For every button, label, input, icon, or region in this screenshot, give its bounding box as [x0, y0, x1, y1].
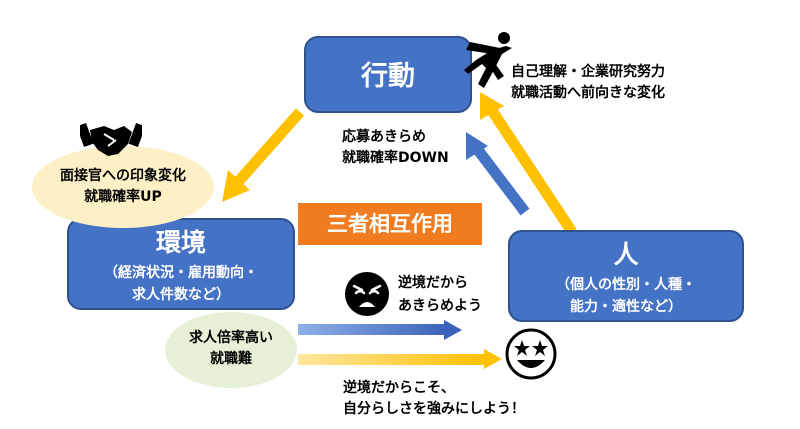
environment-box: 環境 （経済状況・雇用動向・ 求人件数など）: [67, 218, 295, 310]
arrow-blue-negative: [298, 320, 462, 340]
person-sub-line-1: （個人の性別・人種・: [556, 277, 696, 293]
effort-line-2: 就職活動へ前向きな変化: [511, 85, 665, 101]
environment-title: 環境: [155, 228, 206, 257]
person-title: 人: [613, 240, 639, 269]
star-struck-face-icon: [505, 328, 557, 380]
environment-sub-line-2: 求人件数など）: [132, 287, 230, 303]
impression-ellipse: 面接官への印象変化 就職確率UP: [32, 146, 214, 228]
negative-line-2: あきらめよう: [398, 298, 482, 314]
arrow-person-to-action: [480, 92, 577, 236]
action-box: 行動: [304, 36, 472, 113]
effort-line-1: 自己理解・企業研究努力: [511, 64, 665, 80]
negative-line-1: 逆境だから: [398, 275, 468, 291]
job-ratio-line-1: 求人倍率高い: [189, 330, 273, 346]
arrow-orange-positive: [298, 349, 502, 369]
arrow-action-to-environment: [222, 108, 305, 202]
person-sub-line-2: 能力・適性など）: [570, 299, 682, 315]
giveup-line-2: 就職確率DOWN: [342, 150, 449, 166]
handshake-icon: [80, 122, 142, 156]
job-ratio-line-2: 就職難: [210, 351, 252, 367]
superhero-icon: [464, 32, 512, 88]
weary-face-icon: [345, 272, 389, 316]
action-title: 行動: [361, 61, 415, 92]
person-box: 人 （個人の性別・人種・ 能力・適性など）: [508, 230, 744, 322]
impression-line-2: 就職確率UP: [84, 189, 162, 205]
environment-sub-line-1: （経済状況・雇用動向・: [104, 265, 258, 281]
arrow-person-to-action-blue: [466, 132, 530, 216]
impression-line-1: 面接官への印象変化: [60, 168, 186, 184]
job-ratio-ellipse: 求人倍率高い 就職難: [165, 312, 297, 388]
giveup-line-1: 応募あきらめ: [342, 129, 426, 145]
positive-line-2: 自分らしさを強みにしよう！: [343, 401, 525, 417]
center-label: 三者相互作用: [298, 203, 482, 245]
positive-line-1: 逆境だからこそ、: [343, 380, 455, 396]
